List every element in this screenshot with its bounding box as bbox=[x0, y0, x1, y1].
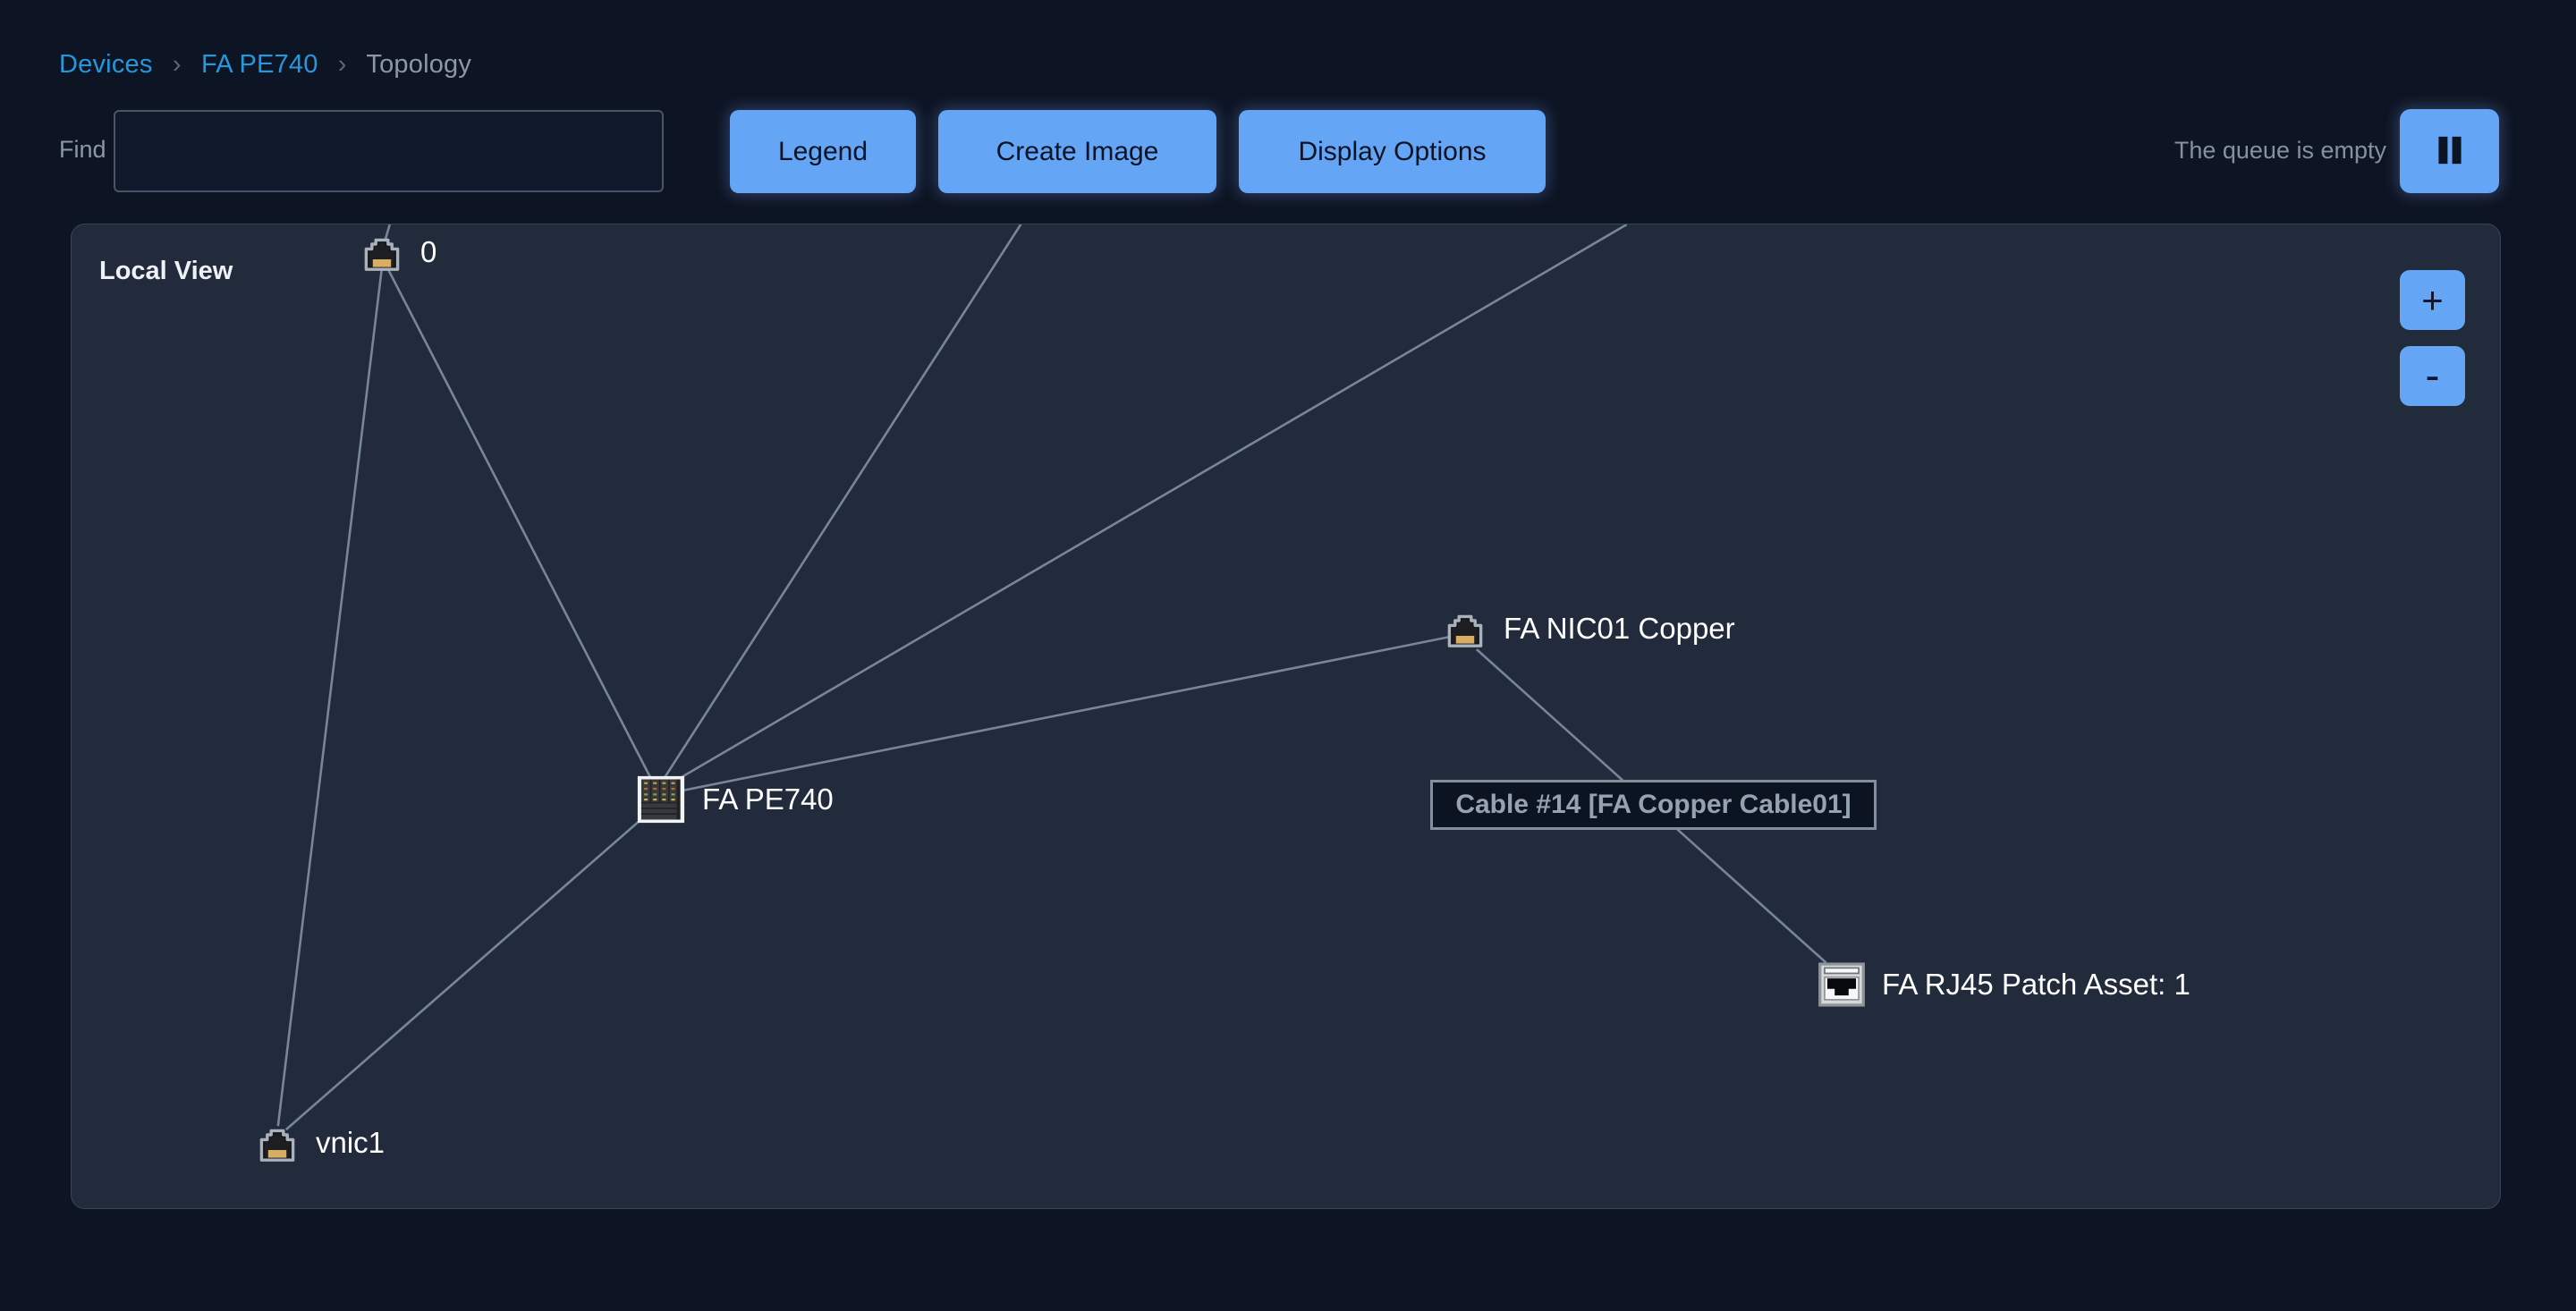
zoom-out-button[interactable]: - bbox=[2400, 346, 2465, 406]
edge-fa-pe740--vnic1 bbox=[284, 810, 651, 1131]
display-options-button[interactable]: Display Options bbox=[1239, 110, 1546, 193]
topology-canvas[interactable]: Local View 0 vnic1 bbox=[71, 224, 2501, 1209]
zoom-in-button[interactable]: + bbox=[2400, 270, 2465, 330]
edge-interface-0--vnic1 bbox=[276, 268, 384, 1127]
node-label: FA RJ45 Patch Asset: 1 bbox=[1882, 968, 2190, 1001]
breadcrumb-separator: › bbox=[172, 50, 182, 79]
topology-node-fa-pe740[interactable]: FA PE740 bbox=[637, 775, 834, 824]
find-input[interactable] bbox=[114, 110, 664, 192]
edge-fa-pe740--offscreen-top-1 bbox=[662, 224, 1022, 781]
queue-pause-button[interactable] bbox=[2400, 109, 2499, 193]
node-label: FA PE740 bbox=[702, 782, 834, 816]
breadcrumb-device-link[interactable]: FA PE740 bbox=[200, 50, 318, 79]
pause-icon bbox=[2427, 127, 2473, 176]
topology-node-interface-0[interactable]: 0 bbox=[360, 231, 436, 274]
interface-icon bbox=[256, 1121, 299, 1164]
legend-button[interactable]: Legend bbox=[730, 110, 916, 193]
edge-fa-pe740--interface-0 bbox=[385, 265, 656, 786]
device-icon bbox=[637, 775, 685, 824]
topology-node-fa-nic01-copper[interactable]: FA NIC01 Copper bbox=[1444, 607, 1735, 650]
topology-edges bbox=[276, 224, 1827, 1131]
queue-status-text: The queue is empty bbox=[2174, 137, 2386, 164]
interface-icon bbox=[1444, 607, 1487, 650]
find-label: Find bbox=[59, 136, 106, 163]
node-label: FA NIC01 Copper bbox=[1504, 612, 1735, 645]
breadcrumb-devices-link[interactable]: Devices bbox=[59, 50, 153, 79]
breadcrumb: Devices › FA PE740 › Topology bbox=[59, 50, 471, 80]
breadcrumb-current-page: Topology bbox=[366, 50, 472, 79]
edge-fa-pe740--fa-nic01-copper bbox=[674, 635, 1451, 794]
cable-label[interactable]: Cable #14 [FA Copper Cable01] bbox=[1430, 780, 1877, 830]
breadcrumb-separator: › bbox=[337, 50, 347, 79]
patch-icon bbox=[1818, 961, 1865, 1008]
interface-icon bbox=[360, 231, 403, 274]
edge-fa-pe740--offscreen-top-2 bbox=[668, 224, 1628, 785]
node-label: vnic1 bbox=[316, 1126, 386, 1159]
node-label: 0 bbox=[420, 235, 437, 268]
view-mode-label: Local View bbox=[99, 257, 233, 285]
topology-node-vnic1[interactable]: vnic1 bbox=[256, 1121, 385, 1164]
topology-node-fa-rj45-patch[interactable]: FA RJ45 Patch Asset: 1 bbox=[1818, 961, 2190, 1008]
create-image-button[interactable]: Create Image bbox=[938, 110, 1216, 193]
